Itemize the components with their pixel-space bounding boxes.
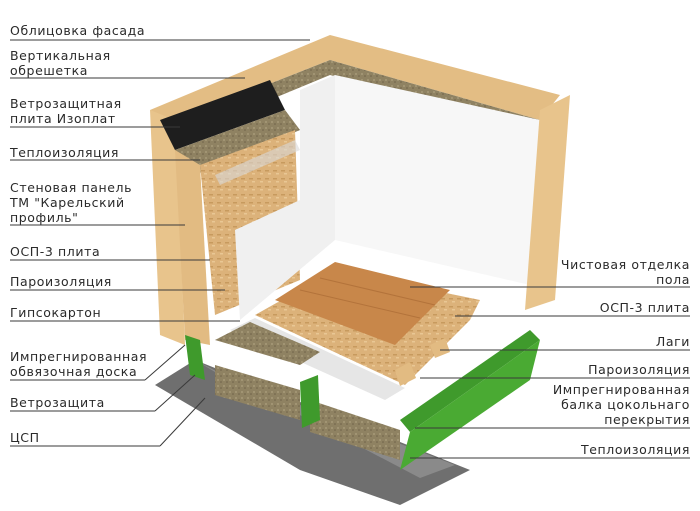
wall-insulation xyxy=(175,110,300,175)
floor-plank-line xyxy=(319,277,436,306)
drywall-back-wall xyxy=(335,75,540,285)
label-lag-joists: Лаги xyxy=(655,334,690,349)
impregnated-plate-board xyxy=(185,335,205,380)
label-wall-panel-line2: ТМ "Карельский xyxy=(10,195,125,210)
label-plate-board-line2: обвязочная доска xyxy=(10,364,138,379)
label-wall-panel-line1: Стеновая панель xyxy=(10,180,133,195)
wall-vapor-barrier xyxy=(215,140,300,185)
label-floor-osb: ОСП-3 плита xyxy=(599,300,690,315)
label-windproof-board-line1: Ветрозащитная xyxy=(10,96,122,111)
label-windproof-membrane: Ветрозащита xyxy=(10,395,105,410)
label-floor-beam-line1: Импрегнированная xyxy=(552,382,690,397)
label-floor-beam-line2: балка цокольнаго xyxy=(561,397,690,412)
drywall-left-wall xyxy=(235,75,335,320)
label-floor-finish-line2: пола xyxy=(656,272,690,287)
floor-insulation-1 xyxy=(215,322,320,365)
label-wall-insulation: Теплоизоляция xyxy=(10,145,120,160)
label-drywall: Гипсокартон xyxy=(10,305,102,320)
label-wall-vapor-barrier: Пароизоляция xyxy=(10,274,112,289)
label-floor-insulation: Теплоизоляция xyxy=(580,442,690,457)
label-floor-vapor-barrier: Пароизоляция xyxy=(588,362,690,377)
impregnated-floor-beam-face xyxy=(400,340,540,470)
label-wall-osb: ОСП-3 плита xyxy=(10,244,101,259)
label-tsp: ЦСП xyxy=(10,430,40,445)
label-wall-panel-line3: профиль" xyxy=(10,210,79,225)
impregnated-floor-beam xyxy=(400,330,540,432)
windproof-board-isoplat xyxy=(160,80,285,150)
label-vertical-battens-line1: Вертикальная xyxy=(10,48,111,63)
facade-cladding-top xyxy=(150,35,560,125)
label-floor-finish-line1: Чистовая отделка xyxy=(560,257,690,272)
floor-insulation-2 xyxy=(215,365,300,420)
label-windproof-board-line2: плита Изоплат xyxy=(10,111,116,126)
label-plate-board-line1: Импрегнированная xyxy=(10,349,148,364)
lag-joist xyxy=(395,362,416,386)
label-vertical-battens-line2: обрешетка xyxy=(10,63,89,78)
label-floor-beam-line3: перекрытия xyxy=(604,412,690,427)
wall-panel-side xyxy=(175,150,210,345)
floor-plank-line xyxy=(299,289,421,319)
impregnated-beam-post xyxy=(300,375,320,428)
label-facade-cladding: Облицовка фасада xyxy=(10,23,146,38)
leader-lines xyxy=(10,39,690,459)
lag-joist xyxy=(430,338,450,358)
floor-insulation-3 xyxy=(310,400,400,460)
right-wall-cladding xyxy=(525,95,570,310)
floor-finish xyxy=(275,262,450,345)
